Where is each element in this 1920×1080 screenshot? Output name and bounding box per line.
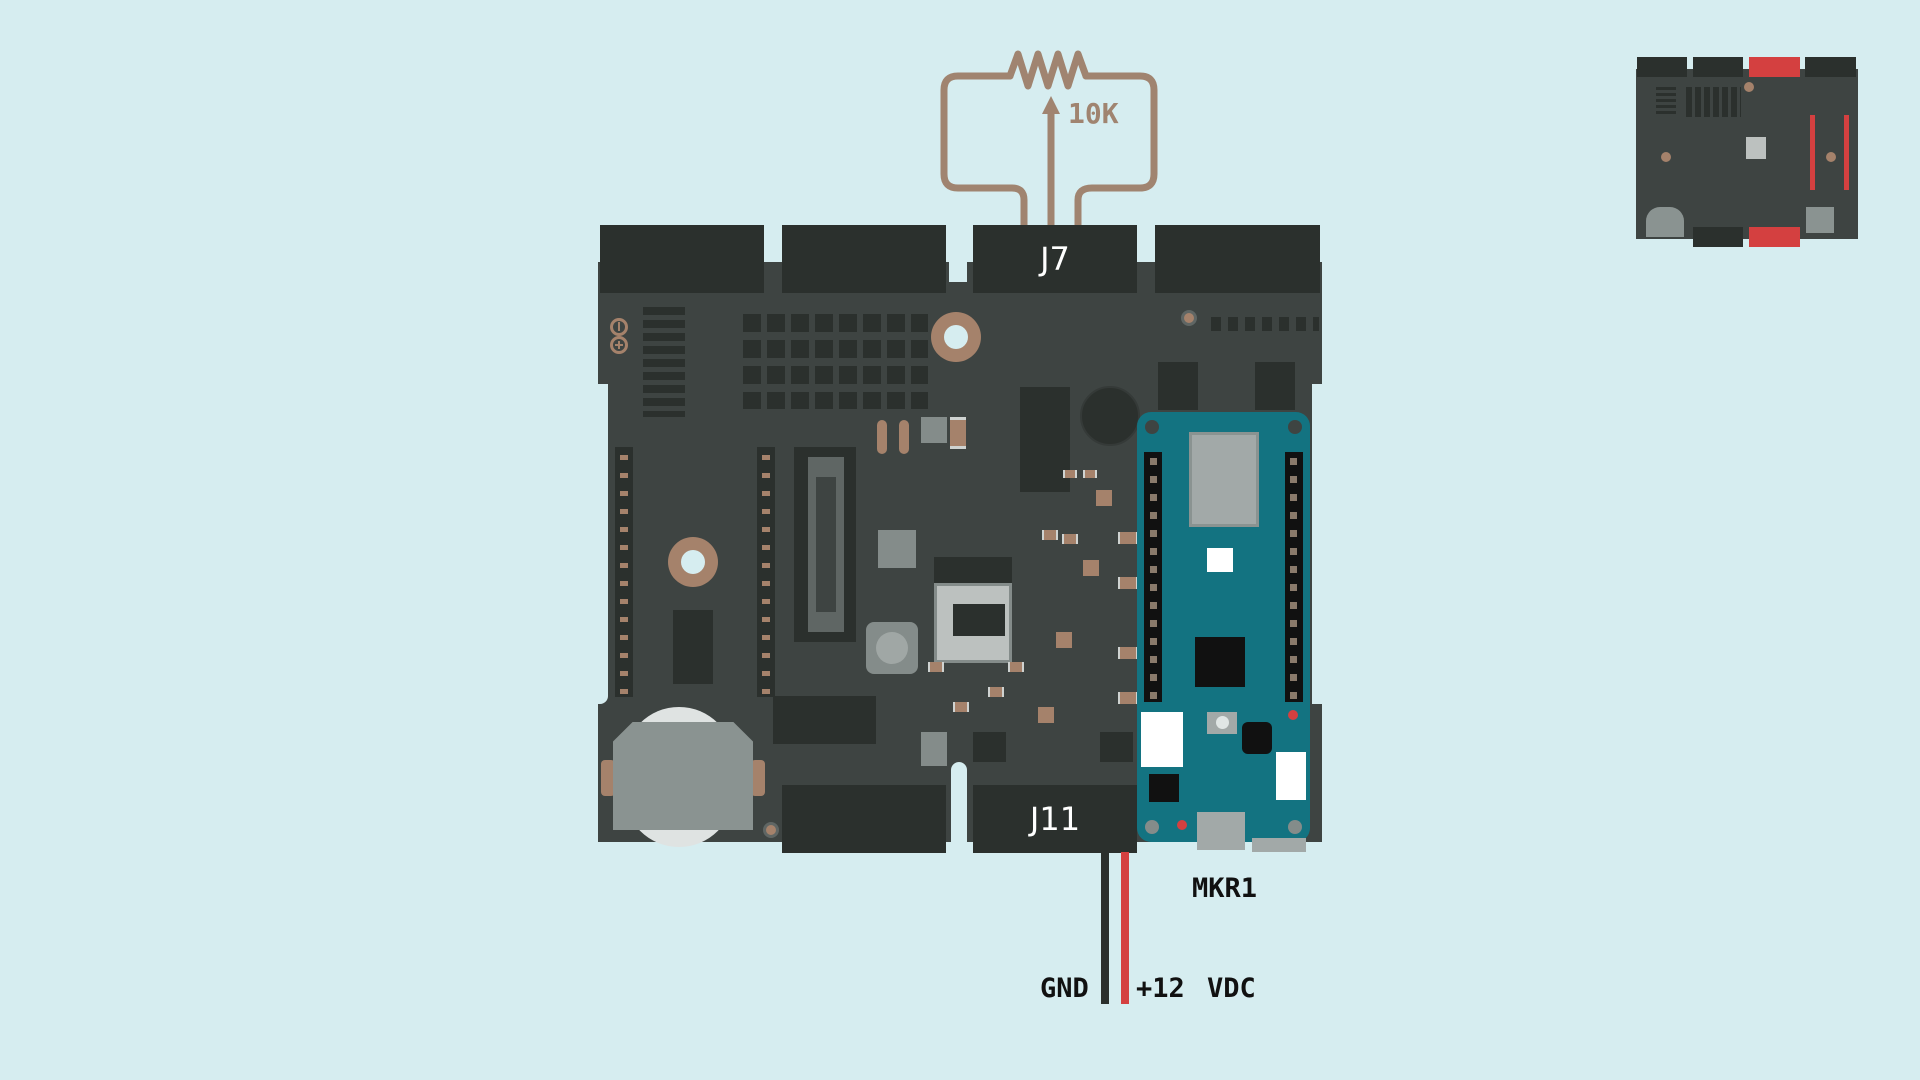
capacitor <box>1118 647 1138 659</box>
led-red <box>1177 820 1187 830</box>
power-chip <box>1242 722 1272 754</box>
sensor-chip <box>878 530 916 568</box>
potentiometer-symbol <box>940 50 1158 232</box>
inductor <box>1080 386 1140 446</box>
qfn-chip <box>1083 560 1099 576</box>
resistor-array <box>643 307 685 417</box>
board-edge-notch <box>1312 384 1322 704</box>
gnd-label: GND <box>1040 973 1089 1004</box>
battery-tab <box>751 760 765 796</box>
capacitor <box>1063 470 1077 478</box>
capacitor <box>1083 470 1097 478</box>
connector-top-1 <box>600 225 764 293</box>
header-pins <box>620 455 628 695</box>
oval-pad <box>899 420 909 454</box>
ic-chip <box>673 610 713 684</box>
connector-j11-label: J11 <box>1029 800 1081 838</box>
qfn-chip <box>1096 490 1112 506</box>
potentiometer-value-label: 10K <box>1068 97 1119 130</box>
usb-connector <box>1197 812 1245 850</box>
qfn-chip <box>1038 707 1054 723</box>
vdc-label: +12 VDC <box>1136 973 1256 1004</box>
tssop-chip <box>1020 387 1070 492</box>
capacitor <box>928 662 944 672</box>
smd-row <box>1211 317 1319 331</box>
ic-chip <box>973 732 1006 762</box>
mkr-mount-hole <box>1145 820 1159 834</box>
secondary-chip <box>1149 774 1179 802</box>
tssop-chip-bottom <box>773 696 876 744</box>
ic-chip <box>1100 732 1133 762</box>
capacitor <box>1118 692 1138 704</box>
ic-chip <box>1255 362 1295 410</box>
battery-holder <box>613 722 753 830</box>
header-pins <box>762 455 770 695</box>
connector-bottom-1 <box>782 785 946 853</box>
connector-j7[interactable]: J7 <box>973 225 1137 293</box>
board-thumbnail <box>1636 57 1858 247</box>
mkr-mount-hole <box>1288 820 1302 834</box>
mkr-mount-hole <box>1288 420 1302 434</box>
board-edge-notch <box>598 384 608 704</box>
capacitor <box>1008 662 1024 672</box>
capacitor <box>1062 534 1078 544</box>
capacitor <box>1042 530 1058 540</box>
capacitor <box>988 687 1004 697</box>
antenna-connector <box>1252 838 1306 852</box>
mount-hole <box>931 312 981 362</box>
gnd-wire <box>1101 852 1109 1004</box>
qfn-chip <box>1056 632 1072 648</box>
wifi-module <box>1189 432 1259 527</box>
connector-top-4 <box>1155 225 1320 293</box>
battery-tab <box>601 760 615 796</box>
white-connector <box>1276 752 1306 800</box>
white-connector <box>1141 712 1183 767</box>
power-inductor <box>866 622 918 674</box>
arduino-logo-icon <box>610 318 628 354</box>
sensor-square <box>921 417 947 443</box>
thumbnail-j7-highlight <box>1749 57 1800 77</box>
mkr-label: MKR1 <box>1192 873 1258 904</box>
vdc-wire <box>1121 852 1129 1004</box>
white-component <box>1207 548 1233 572</box>
thumbnail-j11-highlight <box>1749 227 1800 247</box>
board-slot-bottom <box>951 762 967 852</box>
connector-top-2 <box>782 225 946 293</box>
mkr-mount-hole <box>1145 420 1159 434</box>
oval-pad <box>877 420 887 454</box>
module-cap <box>934 557 1012 583</box>
mkr-board[interactable] <box>1137 412 1310 850</box>
diode <box>953 604 1005 636</box>
capacitor <box>953 702 969 712</box>
connector-j11[interactable]: J11 <box>973 785 1137 853</box>
reset-button <box>1207 712 1237 734</box>
microcontroller <box>1195 637 1245 687</box>
connector-j7-label: J7 <box>1040 240 1070 278</box>
capacitor <box>1118 577 1138 589</box>
mount-hole <box>668 537 718 587</box>
ic-chip <box>1158 362 1198 410</box>
driver-grid <box>743 314 928 409</box>
capacitor <box>1118 532 1138 544</box>
led-red <box>1288 710 1298 720</box>
board-slot-top <box>949 222 967 282</box>
sensor-chip <box>921 732 947 766</box>
